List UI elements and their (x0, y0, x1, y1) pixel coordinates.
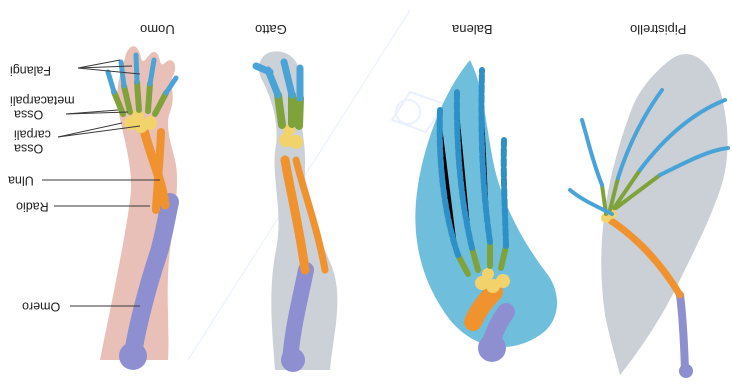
cat-humerus-head (281, 348, 305, 372)
title-uomo: Uomo (140, 23, 175, 36)
human-humerus-head (119, 342, 147, 370)
human-ulna (156, 132, 161, 210)
label-omero: Omero (22, 300, 60, 313)
label-ossa-carpali-line1: carpali (14, 128, 51, 141)
label-ossa-carpali-line2: Ossa (14, 142, 43, 155)
whale-humerus-head (478, 334, 506, 362)
label-radio: Radio (16, 200, 49, 213)
label-falangi: Falangi (10, 64, 51, 77)
label-ossa-metacarpali-line2: Ossa (14, 108, 43, 121)
cat-metacarpals (278, 95, 300, 126)
bat-humerus (680, 295, 685, 370)
label-ossa-metacarpali-line1: metacarpali (10, 94, 75, 107)
title-pipistrello: Pipistrello (630, 23, 686, 36)
title-gatto: Gatto (255, 23, 287, 36)
bat-humerus-head (679, 364, 693, 378)
label-ulna: Ulna (8, 174, 34, 187)
title-balena: Balena (452, 23, 492, 36)
